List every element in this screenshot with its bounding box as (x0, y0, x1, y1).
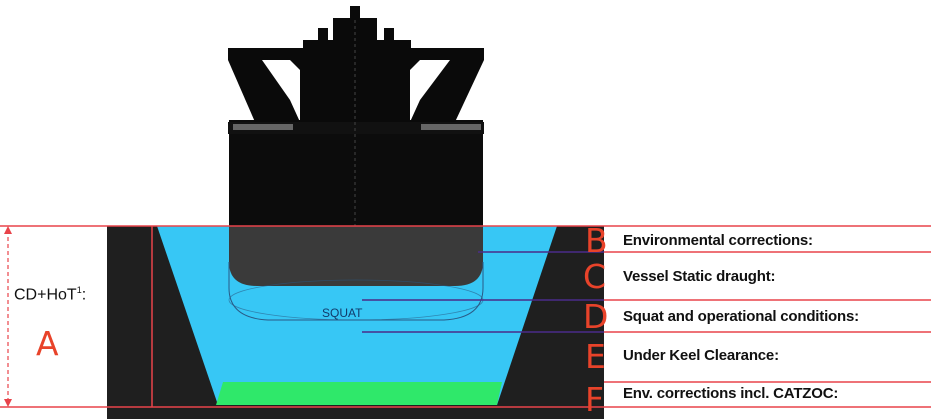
catzoc-band (216, 382, 502, 405)
squat-label: SQUAT (322, 306, 363, 320)
cd-hot-label: CD+HoT1: (14, 285, 86, 304)
label-under-keel-clearance: Under Keel Clearance: (623, 347, 779, 364)
label-env-corrections-catzoc: Env. corrections incl. CATZOC: (623, 385, 839, 402)
letter-c: C (583, 257, 607, 296)
letter-b: B (585, 221, 608, 260)
letter-d: D (583, 297, 609, 336)
label-vessel-static-draught: Vessel Static draught: (623, 268, 776, 285)
cd-hot-text: CD+HoT (14, 286, 77, 304)
label-squat-operational: Squat and operational conditions: (623, 308, 859, 325)
letter-a: A (36, 324, 59, 363)
cd-hot-superscript: 1 (76, 285, 82, 295)
letter-f: F (585, 380, 604, 419)
cd-hot-suffix: : (81, 286, 87, 304)
letter-e: E (585, 337, 606, 376)
label-environmental-corrections: Environmental corrections: (623, 232, 813, 249)
ship-silhouette (228, 6, 484, 286)
